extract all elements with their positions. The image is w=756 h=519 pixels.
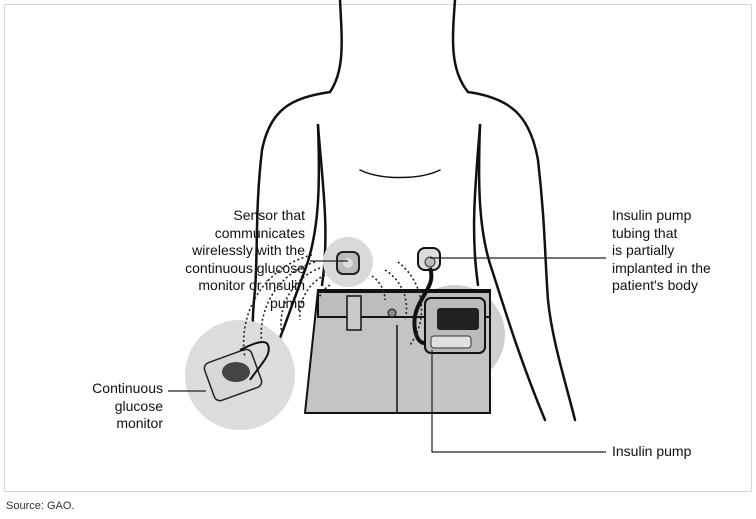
label-line: implanted in the xyxy=(612,259,711,276)
sensor-label: Sensor that communicates wirelessly with… xyxy=(140,207,305,312)
tubing-port-center xyxy=(424,256,436,268)
label-line: communicates xyxy=(214,224,305,241)
pump-buttons xyxy=(430,335,472,349)
label-line: patient's body xyxy=(612,277,698,293)
label-line: tubing that xyxy=(612,224,678,241)
label-line: is partially xyxy=(612,242,675,258)
signal-arc xyxy=(317,284,331,301)
label-line: continuous glucose xyxy=(185,259,305,276)
belt-loop xyxy=(346,295,362,331)
wireless-signal-waves xyxy=(242,254,423,359)
right-arm-outline xyxy=(466,90,577,422)
signal-arc xyxy=(298,274,326,321)
label-line: Insulin pump xyxy=(612,443,692,459)
cgm-screen xyxy=(222,362,250,382)
chest-line xyxy=(359,169,441,179)
pump-leader-line xyxy=(431,350,606,453)
signal-arc xyxy=(384,269,408,321)
label-line: monitor xyxy=(116,415,163,431)
sensor-center xyxy=(343,258,353,268)
left-arm-outline xyxy=(251,90,332,347)
tubing-label: Insulin pump tubing that is partially im… xyxy=(612,207,752,295)
leader-lines xyxy=(168,257,606,453)
pump-screen xyxy=(437,308,479,330)
source-note: Source: GAO. xyxy=(6,500,75,512)
signal-arc xyxy=(371,275,386,301)
pump-label: Insulin pump xyxy=(612,443,752,461)
cgm-label: Continuous glucose monitor xyxy=(50,380,163,433)
label-line: wirelessly with the xyxy=(192,242,305,258)
label-line: Continuous xyxy=(92,380,163,396)
button-icon xyxy=(387,308,397,318)
label-line: pump xyxy=(269,294,305,311)
label-line: Sensor that xyxy=(233,207,305,223)
label-line: glucose xyxy=(114,397,163,414)
label-line: monitor or insulin xyxy=(198,277,305,293)
signal-arc xyxy=(397,261,423,346)
right-inner-arm-outline xyxy=(477,123,547,422)
neck-outline xyxy=(328,0,470,94)
label-line: Insulin pump xyxy=(612,207,692,223)
signal-arc xyxy=(280,267,321,336)
signal-arc xyxy=(242,254,313,359)
hand-outline xyxy=(239,341,270,381)
figure-frame xyxy=(4,4,752,492)
